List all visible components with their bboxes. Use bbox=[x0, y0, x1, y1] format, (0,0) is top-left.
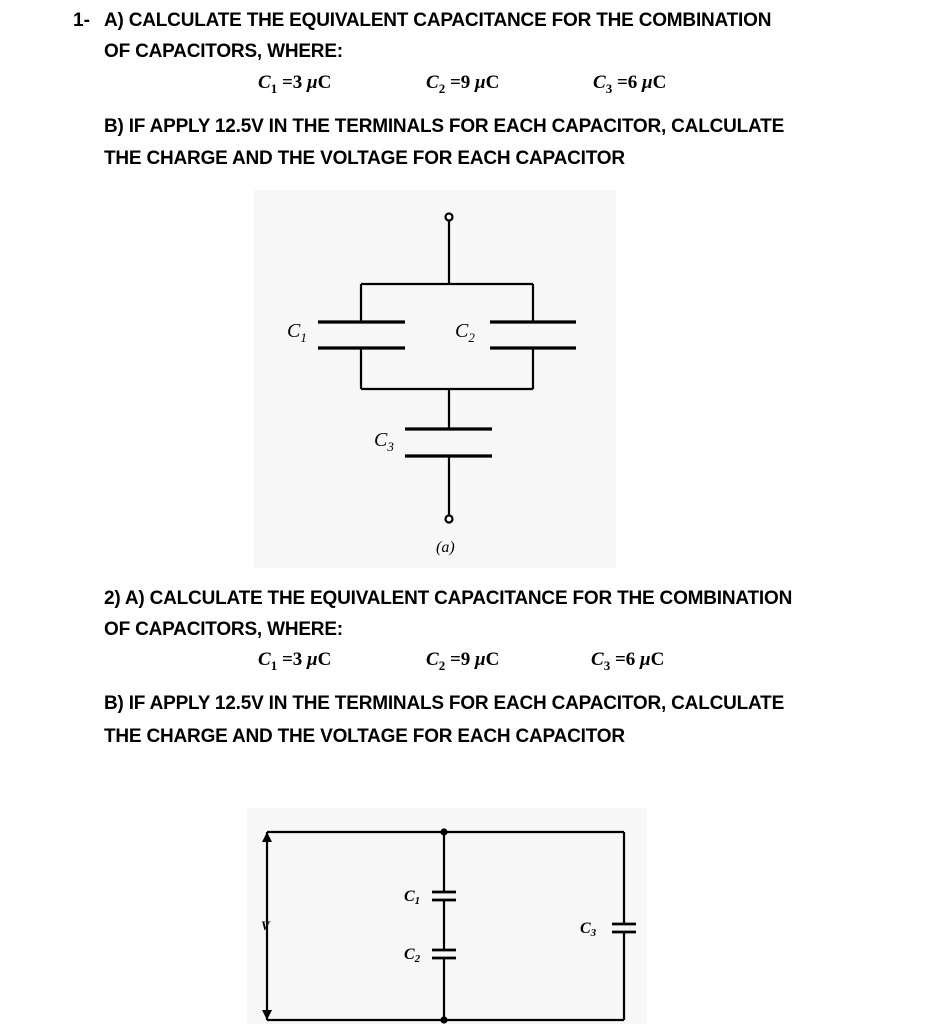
q2-value-c2: C2 =9 μC bbox=[426, 649, 500, 673]
junction-bottom bbox=[440, 1016, 448, 1024]
diagram-caption: (a) bbox=[436, 539, 455, 556]
label-v: V bbox=[261, 918, 271, 933]
label-c2: C2 bbox=[455, 320, 475, 345]
q1-part-a-line2: OF CAPACITORS, WHERE: bbox=[104, 41, 343, 62]
question-1-number: 1- bbox=[73, 10, 90, 31]
top-terminal bbox=[444, 212, 454, 222]
q2-value-c1: C1 =3 μC bbox=[258, 649, 332, 673]
q1-part-b-line1: B) IF APPLY 12.5V IN THE TERMINALS FOR E… bbox=[104, 116, 785, 137]
q2-part-b-line2: THE CHARGE AND THE VOLTAGE FOR EACH CAPA… bbox=[104, 726, 625, 747]
q2-part-a-line2: OF CAPACITORS, WHERE: bbox=[104, 619, 343, 640]
q2-value-c3: C3 =6 μC bbox=[591, 649, 665, 673]
q1-part-b-line2: THE CHARGE AND THE VOLTAGE FOR EACH CAPA… bbox=[104, 148, 625, 169]
q2-part-a-line1: 2) A) CALCULATE THE EQUIVALENT CAPACITAN… bbox=[104, 588, 793, 609]
q2-part-b-line1: B) IF APPLY 12.5V IN THE TERMINALS FOR E… bbox=[104, 693, 785, 714]
voltage-arrow bbox=[262, 832, 272, 1020]
q1-value-c2: C2 =9 μC bbox=[426, 72, 500, 96]
label-c2: C2 bbox=[404, 946, 421, 965]
bottom-terminal bbox=[444, 514, 454, 524]
label-c3: C3 bbox=[374, 429, 394, 454]
diagram-a-background bbox=[254, 190, 616, 568]
q1-part-a-line1: A) CALCULATE THE EQUIVALENT CAPACITANCE … bbox=[104, 10, 772, 31]
label-c1: C1 bbox=[287, 320, 307, 345]
q1-value-c3: C3 =6 μC bbox=[593, 72, 667, 96]
label-c3: C3 bbox=[580, 920, 597, 939]
label-c1: C1 bbox=[404, 888, 420, 907]
junction-top bbox=[440, 828, 448, 836]
q1-value-c1: C1 =3 μC bbox=[258, 72, 332, 96]
diagram-2-background bbox=[247, 808, 647, 1024]
